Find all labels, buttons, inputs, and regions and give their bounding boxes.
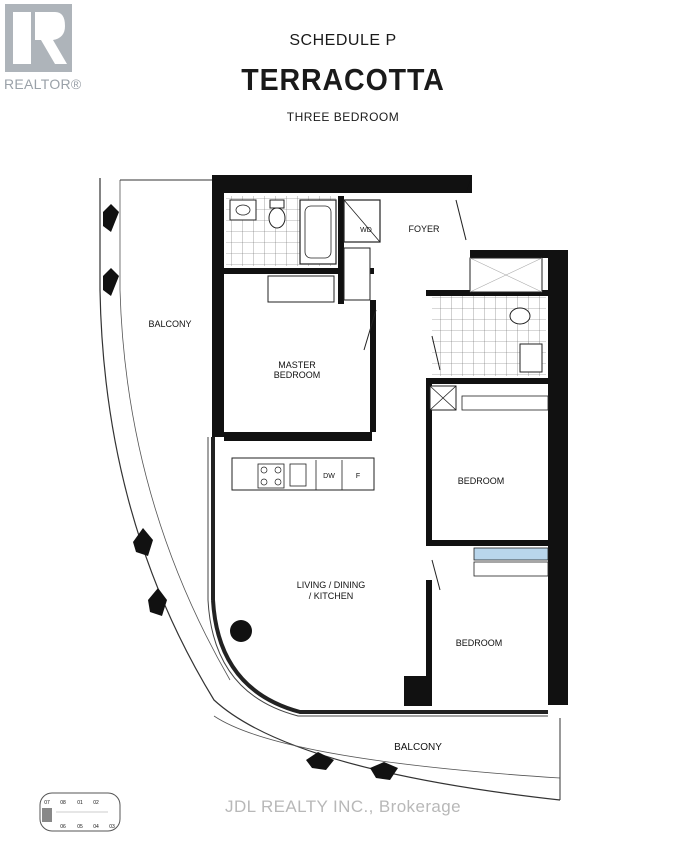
key-unit: 04 <box>93 824 99 830</box>
bedroom-closet <box>461 395 549 411</box>
balcony-column <box>103 204 119 232</box>
door-swing <box>431 559 441 591</box>
bedroom-2-label: BEDROOM <box>458 476 505 486</box>
closet-wall <box>338 196 344 304</box>
bath-bottom-wall <box>426 378 550 384</box>
door-swing <box>455 199 467 241</box>
suite-type: THREE BEDROOM <box>286 110 400 124</box>
key-plan-icon: 07 08 01 02 06 05 04 03 <box>39 792 121 832</box>
sink-icon <box>519 343 543 373</box>
master-bedroom-label-line1: MASTER <box>278 360 316 370</box>
east-wall <box>548 250 568 705</box>
bedroom-3-label: BEDROOM <box>456 638 503 648</box>
balcony-south-label: BALCONY <box>394 742 442 753</box>
schedule-label: SCHEDULE P <box>289 32 397 49</box>
key-unit: 02 <box>93 800 99 806</box>
balcony-column <box>370 762 398 780</box>
realtor-logo[interactable]: REALTOR® <box>0 0 82 96</box>
sink-icon <box>229 199 257 221</box>
stove-icon <box>257 463 285 489</box>
window-blue <box>473 547 549 561</box>
south-balcony-rail <box>213 715 561 779</box>
closet <box>267 275 335 303</box>
top-wall <box>216 175 472 193</box>
column-marker <box>230 620 252 642</box>
kitchen-sink-icon <box>289 463 307 487</box>
toilet-icon <box>268 207 286 229</box>
east-top-wall <box>470 250 568 258</box>
dishwasher-label: DW <box>323 473 335 480</box>
door-swing <box>431 335 441 371</box>
key-unit: 08 <box>60 800 66 806</box>
master-bedroom-south-wall <box>224 432 372 441</box>
west-balcony-inner <box>119 180 231 681</box>
key-unit: 07 <box>44 800 50 806</box>
balcony-column <box>103 268 119 296</box>
fridge-label: F <box>356 473 360 480</box>
suite-name: TERRACOTTA <box>241 62 445 97</box>
washer-dryer-label: WD <box>360 227 372 234</box>
balcony-west-label: BALCONY <box>148 319 191 329</box>
bathtub <box>299 199 337 265</box>
realtor-mark-icon <box>5 4 72 72</box>
key-unit: 03 <box>109 824 115 830</box>
master-bedroom-label-line2: BEDROOM <box>274 370 321 380</box>
bedroom3-west-wall <box>426 580 432 706</box>
foyer-label: FOYER <box>408 224 440 234</box>
balcony-column <box>133 528 153 556</box>
bedroom-west-wall <box>426 380 432 540</box>
corridor-west-wall <box>370 300 376 432</box>
master-bath-wall <box>224 268 374 274</box>
living-label-line1: LIVING / DINING <box>297 580 366 590</box>
west-balcony-outline <box>99 178 561 801</box>
bath-wall <box>426 290 550 296</box>
toilet-icon <box>509 307 531 325</box>
key-unit: 05 <box>77 824 83 830</box>
living-label-line2: / KITCHEN <box>309 591 354 601</box>
brokerage-watermark: JDL REALTY INC., Brokerage <box>225 797 461 816</box>
top-wall-angle <box>440 175 472 193</box>
balcony-column <box>306 752 334 770</box>
door-swing <box>363 309 377 351</box>
column-block <box>404 676 430 706</box>
key-unit: 06 <box>60 824 66 830</box>
bedroom-divider-wall <box>426 540 548 546</box>
balcony-column <box>148 588 167 616</box>
realtor-wordmark: REALTOR® <box>4 76 82 92</box>
curved-curtain-wall <box>211 599 548 714</box>
key-unit: 01 <box>77 800 83 806</box>
west-wall-upper <box>212 175 224 437</box>
